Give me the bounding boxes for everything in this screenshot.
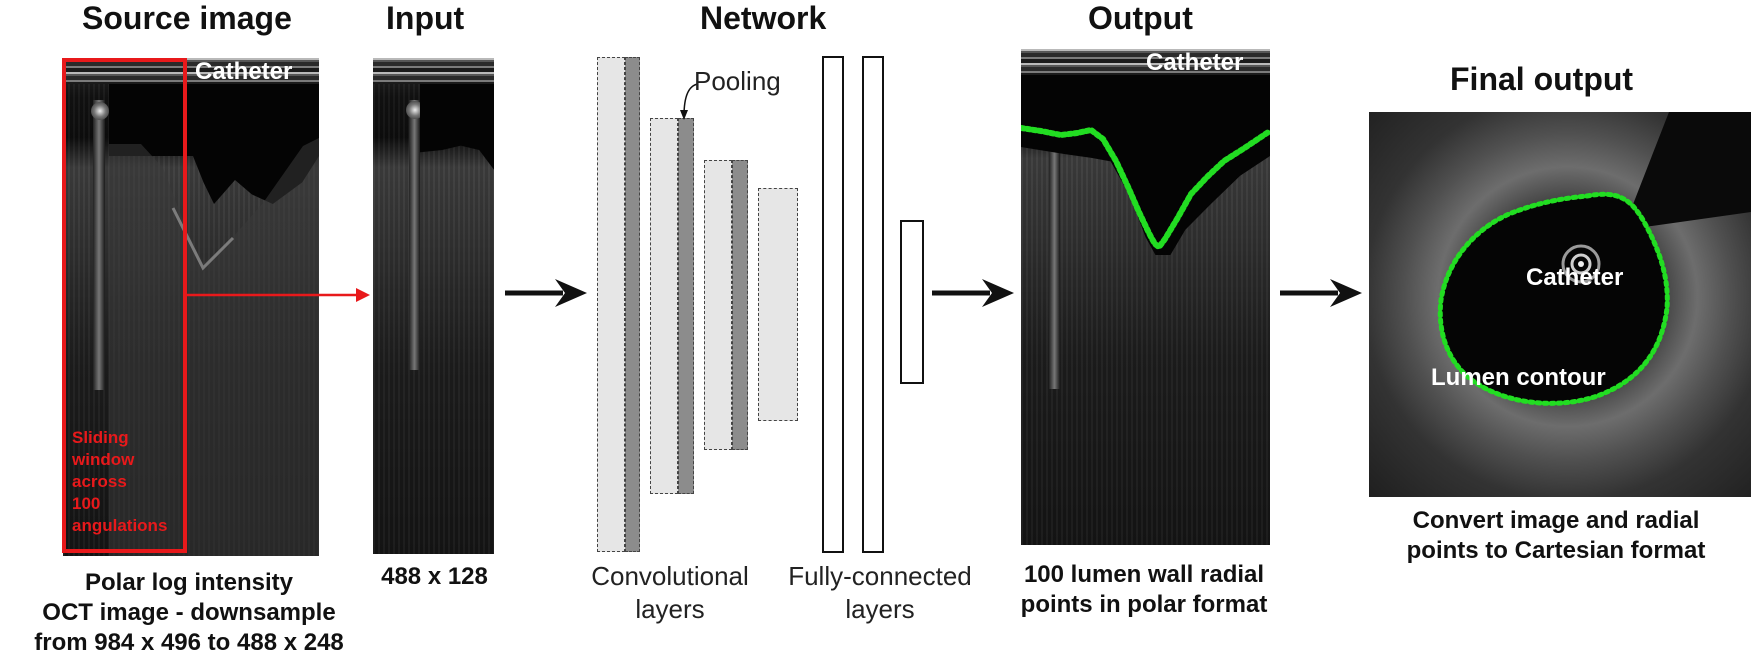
conv-layer-1 bbox=[597, 57, 625, 552]
final-caption-line-1: Convert image and radial bbox=[1412, 507, 1700, 534]
final-cartesian-image: Catheter Lumen contour bbox=[1369, 112, 1751, 497]
final-caption-line-2: points to Cartesian format bbox=[1406, 537, 1706, 564]
fc-output-layer bbox=[900, 220, 924, 384]
final-contour-overlay bbox=[1437, 112, 1751, 406]
input-title: Input bbox=[386, 0, 465, 36]
input-caption: 488 x 128 bbox=[381, 563, 488, 590]
sliding-window-line-5: angulations bbox=[72, 516, 168, 535]
pooling-label: Pooling bbox=[694, 66, 781, 96]
input-to-network-arrow bbox=[505, 279, 587, 307]
pool-layer-3 bbox=[732, 160, 748, 450]
conv-layer-3 bbox=[704, 160, 732, 450]
output-to-final-arrow bbox=[1280, 279, 1362, 307]
pooling-pointer bbox=[680, 83, 699, 120]
sliding-window-box bbox=[62, 58, 187, 553]
source-caption: Polar log intensity OCT image - downsamp… bbox=[0, 568, 378, 658]
fc-caption-line-1: Fully-connected bbox=[788, 561, 972, 591]
fc-caption-line-2: layers bbox=[845, 594, 915, 624]
output-caption-line-2: points in polar format bbox=[1020, 591, 1268, 618]
conv-layer-2 bbox=[650, 118, 678, 494]
conv-caption-line-2: layers bbox=[635, 594, 705, 624]
sliding-window-line-2: window bbox=[72, 450, 135, 469]
fc-caption: Fully-connected layers bbox=[774, 560, 986, 626]
source-oct-image: Catheter bbox=[63, 58, 319, 556]
output-caption-line-1: 100 lumen wall radial bbox=[1023, 561, 1265, 588]
sliding-window-line-4: 100 bbox=[72, 494, 101, 513]
output-catheter-label: Catheter bbox=[1146, 49, 1244, 76]
pool-layer-1 bbox=[625, 57, 640, 552]
fc-layer-2 bbox=[862, 56, 884, 553]
output-oct-image: Catheter bbox=[1021, 49, 1270, 545]
output-caption: 100 lumen wall radial points in polar fo… bbox=[1008, 560, 1280, 620]
final-caption: Convert image and radial points to Carte… bbox=[1360, 506, 1752, 566]
network-to-output-arrow bbox=[932, 279, 1014, 307]
conv-caption: Convolutional layers bbox=[570, 560, 770, 626]
network-title: Network bbox=[700, 0, 827, 36]
source-caption-line-2: OCT image - downsample bbox=[42, 599, 336, 626]
sliding-window-text: Sliding window across 100 angulations bbox=[72, 427, 167, 537]
source-image-title: Source image bbox=[82, 0, 292, 36]
input-oct-image bbox=[373, 58, 494, 554]
conv-caption-line-1: Convolutional bbox=[591, 561, 749, 591]
final-catheter-label: Catheter bbox=[1526, 264, 1624, 291]
source-caption-line-3: from 984 x 496 to 488 x 248 bbox=[34, 629, 344, 656]
conv-layer-4 bbox=[758, 188, 798, 421]
window-to-input-arrow bbox=[186, 288, 370, 302]
source-catheter-label: Catheter bbox=[195, 58, 293, 85]
pool-layer-2 bbox=[678, 118, 694, 494]
sliding-window-line-1: Sliding bbox=[72, 428, 129, 447]
lumen-contour-label: Lumen contour bbox=[1431, 364, 1606, 391]
output-title: Output bbox=[1088, 0, 1193, 36]
output-contour-overlay bbox=[1021, 125, 1270, 252]
source-caption-line-1: Polar log intensity bbox=[84, 569, 294, 596]
sliding-window-line-3: across bbox=[72, 472, 127, 491]
final-output-title: Final output bbox=[1450, 61, 1634, 97]
fc-layer-1 bbox=[822, 56, 844, 553]
